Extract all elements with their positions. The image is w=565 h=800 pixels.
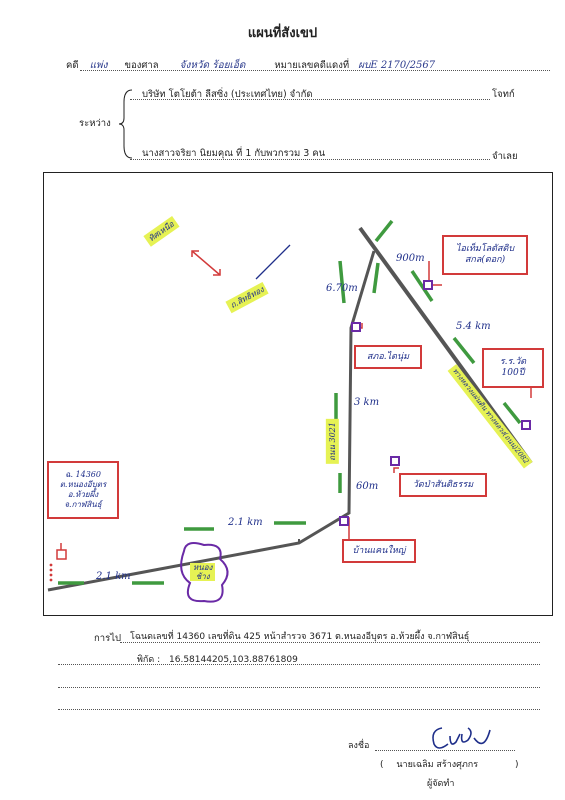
lake-label: หนอง ช้าง [190,563,216,581]
lake-outline [180,542,229,603]
party-bracket [118,89,133,159]
case-prefix: คดี [66,60,79,71]
blank-line-1 [58,687,540,688]
minor-road-label: ถนน 3021 [325,419,339,464]
blank-line-2 [58,709,540,710]
coords-value: 16.58144205,103.88761809 [169,655,298,665]
coords-row: พิกัด : 16.58144205,103.88761809 [137,655,298,665]
signature [432,727,491,749]
court-name: จังหวัด ร้อยเอ็ด [179,60,246,71]
case-number: ผบE 2170/2567 [358,60,436,71]
box-land-parcel: ฉ. 14360 ต.หนองอีบุตร อ.ห้วยผึ้ง จ.กาฬสิ… [47,461,119,519]
plaintiff-role: โจทก์ [492,89,515,100]
plaintiff-dots [130,99,490,100]
location-markers [339,280,531,526]
distance-label-5: 60m [356,481,379,492]
case-line-dots [80,70,550,71]
goto-label: การไป [94,633,121,644]
signer-role: ผู้จัดทำ [427,779,455,789]
sketch-map: ทิศเหนือ ถ.สิทธิทอง ทางหลวงแผ่นดิน ทางหล… [43,172,553,616]
goto-text: โฉนดเลขที่ 14360 เลขที่ดิน 425 หน้าสำรวจ… [130,632,470,642]
coords-label: พิกัด [137,655,155,665]
sign-label: ลงชื่อ [348,741,370,751]
coords-dots [58,664,540,665]
defendant-dots [130,159,490,160]
defendant-role: จำเลย [492,151,518,162]
box-connectors [60,261,532,554]
distance-label-4: 3 km [354,397,380,408]
box-temple: วัดป่าสันติธรรม [399,473,487,497]
distance-label-1: 900m [396,253,425,264]
signer-row: ( นายเฉลิม สร้างศุภกร ) [380,760,519,770]
box-school: ร.ร.วัด 100ปี [482,348,544,388]
road-main-route [47,250,376,592]
land-marker [56,549,67,560]
road-distance-marks [58,219,522,585]
distance-label-7: 2.1 km [96,571,131,582]
road-curve-sketch [255,244,291,280]
distance-label-3: 5.4 km [456,321,491,332]
plaintiff-name: บริษัท โตโยต้า ลีสซิ่ง (ประเทศไทย) จำกัด [142,89,313,100]
distance-label-2: 6.70m [326,283,358,294]
box-police: สภอ.ไดนุ่ม [354,345,422,369]
distance-label-6: 2.1 km [228,517,263,528]
case-line: คดี แพ่ง ของศาล จังหวัด ร้อยเอ็ด หมายเลข… [66,58,435,73]
page-title: แผนที่สังเขป [247,26,318,41]
box-shop-top: ไอเท็มโลตัสดิบ สกล(ดอก) [442,235,528,275]
case-type: แพ่ง [89,60,108,71]
case-number-label: หมายเลขคดีแดงที่ [274,60,350,71]
defendant-name: นางสาวจริยา นิยมคุณ ที่ 1 กับพวกรวม 3 คน [142,148,326,159]
land-dots [49,563,53,582]
between-label: ระหว่าง [79,118,111,129]
sign-dots [375,750,515,751]
goto-dots [120,642,540,643]
court-label: ของศาล [124,60,159,71]
box-village: บ้านแคนใหญ่ [342,539,416,563]
signer-name: นายเฉลิม สร้างศุภกร [396,760,479,770]
north-arrow-icon [191,250,221,276]
